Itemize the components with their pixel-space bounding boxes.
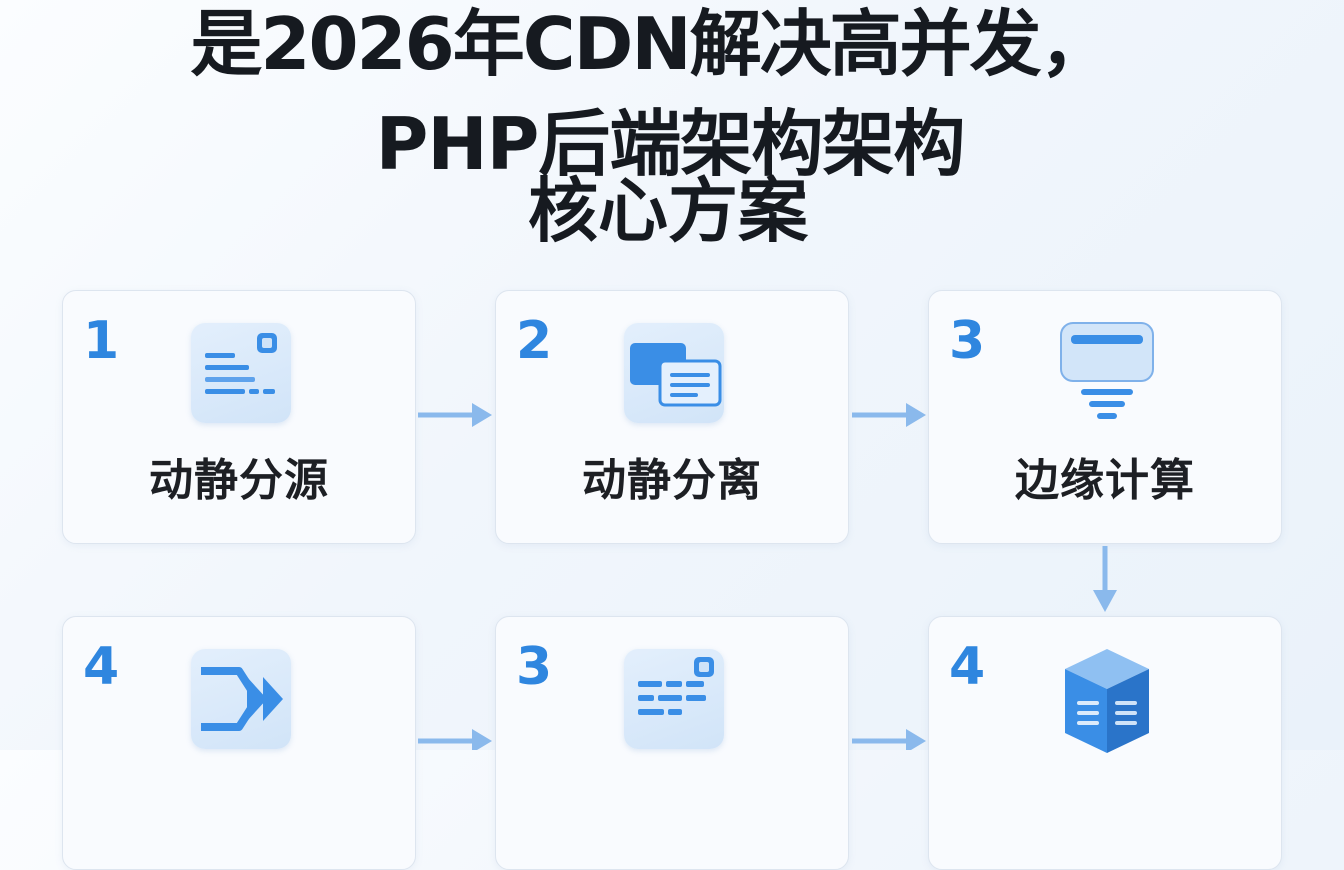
title-line-3: 核心方案 xyxy=(528,170,808,252)
step-number: 4 xyxy=(83,637,120,697)
arrow-right-icon xyxy=(418,403,492,427)
step-number: 3 xyxy=(949,311,986,371)
step-card-6: 4 xyxy=(928,616,1282,870)
title-line-2: PHP后端架构架构 xyxy=(375,102,966,186)
step-label: 动静分离 xyxy=(582,455,762,506)
step-card-1: 1 动静分源 xyxy=(62,290,416,544)
arrow-right-icon xyxy=(852,729,926,750)
funnel-icon xyxy=(1057,319,1157,429)
step-number: 4 xyxy=(949,637,986,697)
cube-stack-icon xyxy=(1057,645,1157,755)
arrow-right-icon xyxy=(418,729,492,750)
step-number: 2 xyxy=(516,311,553,371)
step-card-5: 3 xyxy=(495,616,849,870)
split-window-icon xyxy=(624,323,724,423)
arrow-down-icon xyxy=(1093,546,1117,612)
step-number: 1 xyxy=(83,311,120,371)
step-card-2: 2 动静分离 xyxy=(495,290,849,544)
step-label: 动静分源 xyxy=(149,455,329,506)
step-label: 边缘计算 xyxy=(1015,455,1195,506)
arrow-right-icon xyxy=(852,403,926,427)
document-icon xyxy=(191,323,291,423)
fast-forward-icon xyxy=(191,649,291,749)
document-icon xyxy=(624,649,724,749)
step-number: 3 xyxy=(516,637,553,697)
title-line-1: 是2026年CDN解决高并发， xyxy=(190,2,1111,86)
step-card-4: 4 xyxy=(62,616,416,870)
step-card-3: 3 边缘计算 xyxy=(928,290,1282,544)
